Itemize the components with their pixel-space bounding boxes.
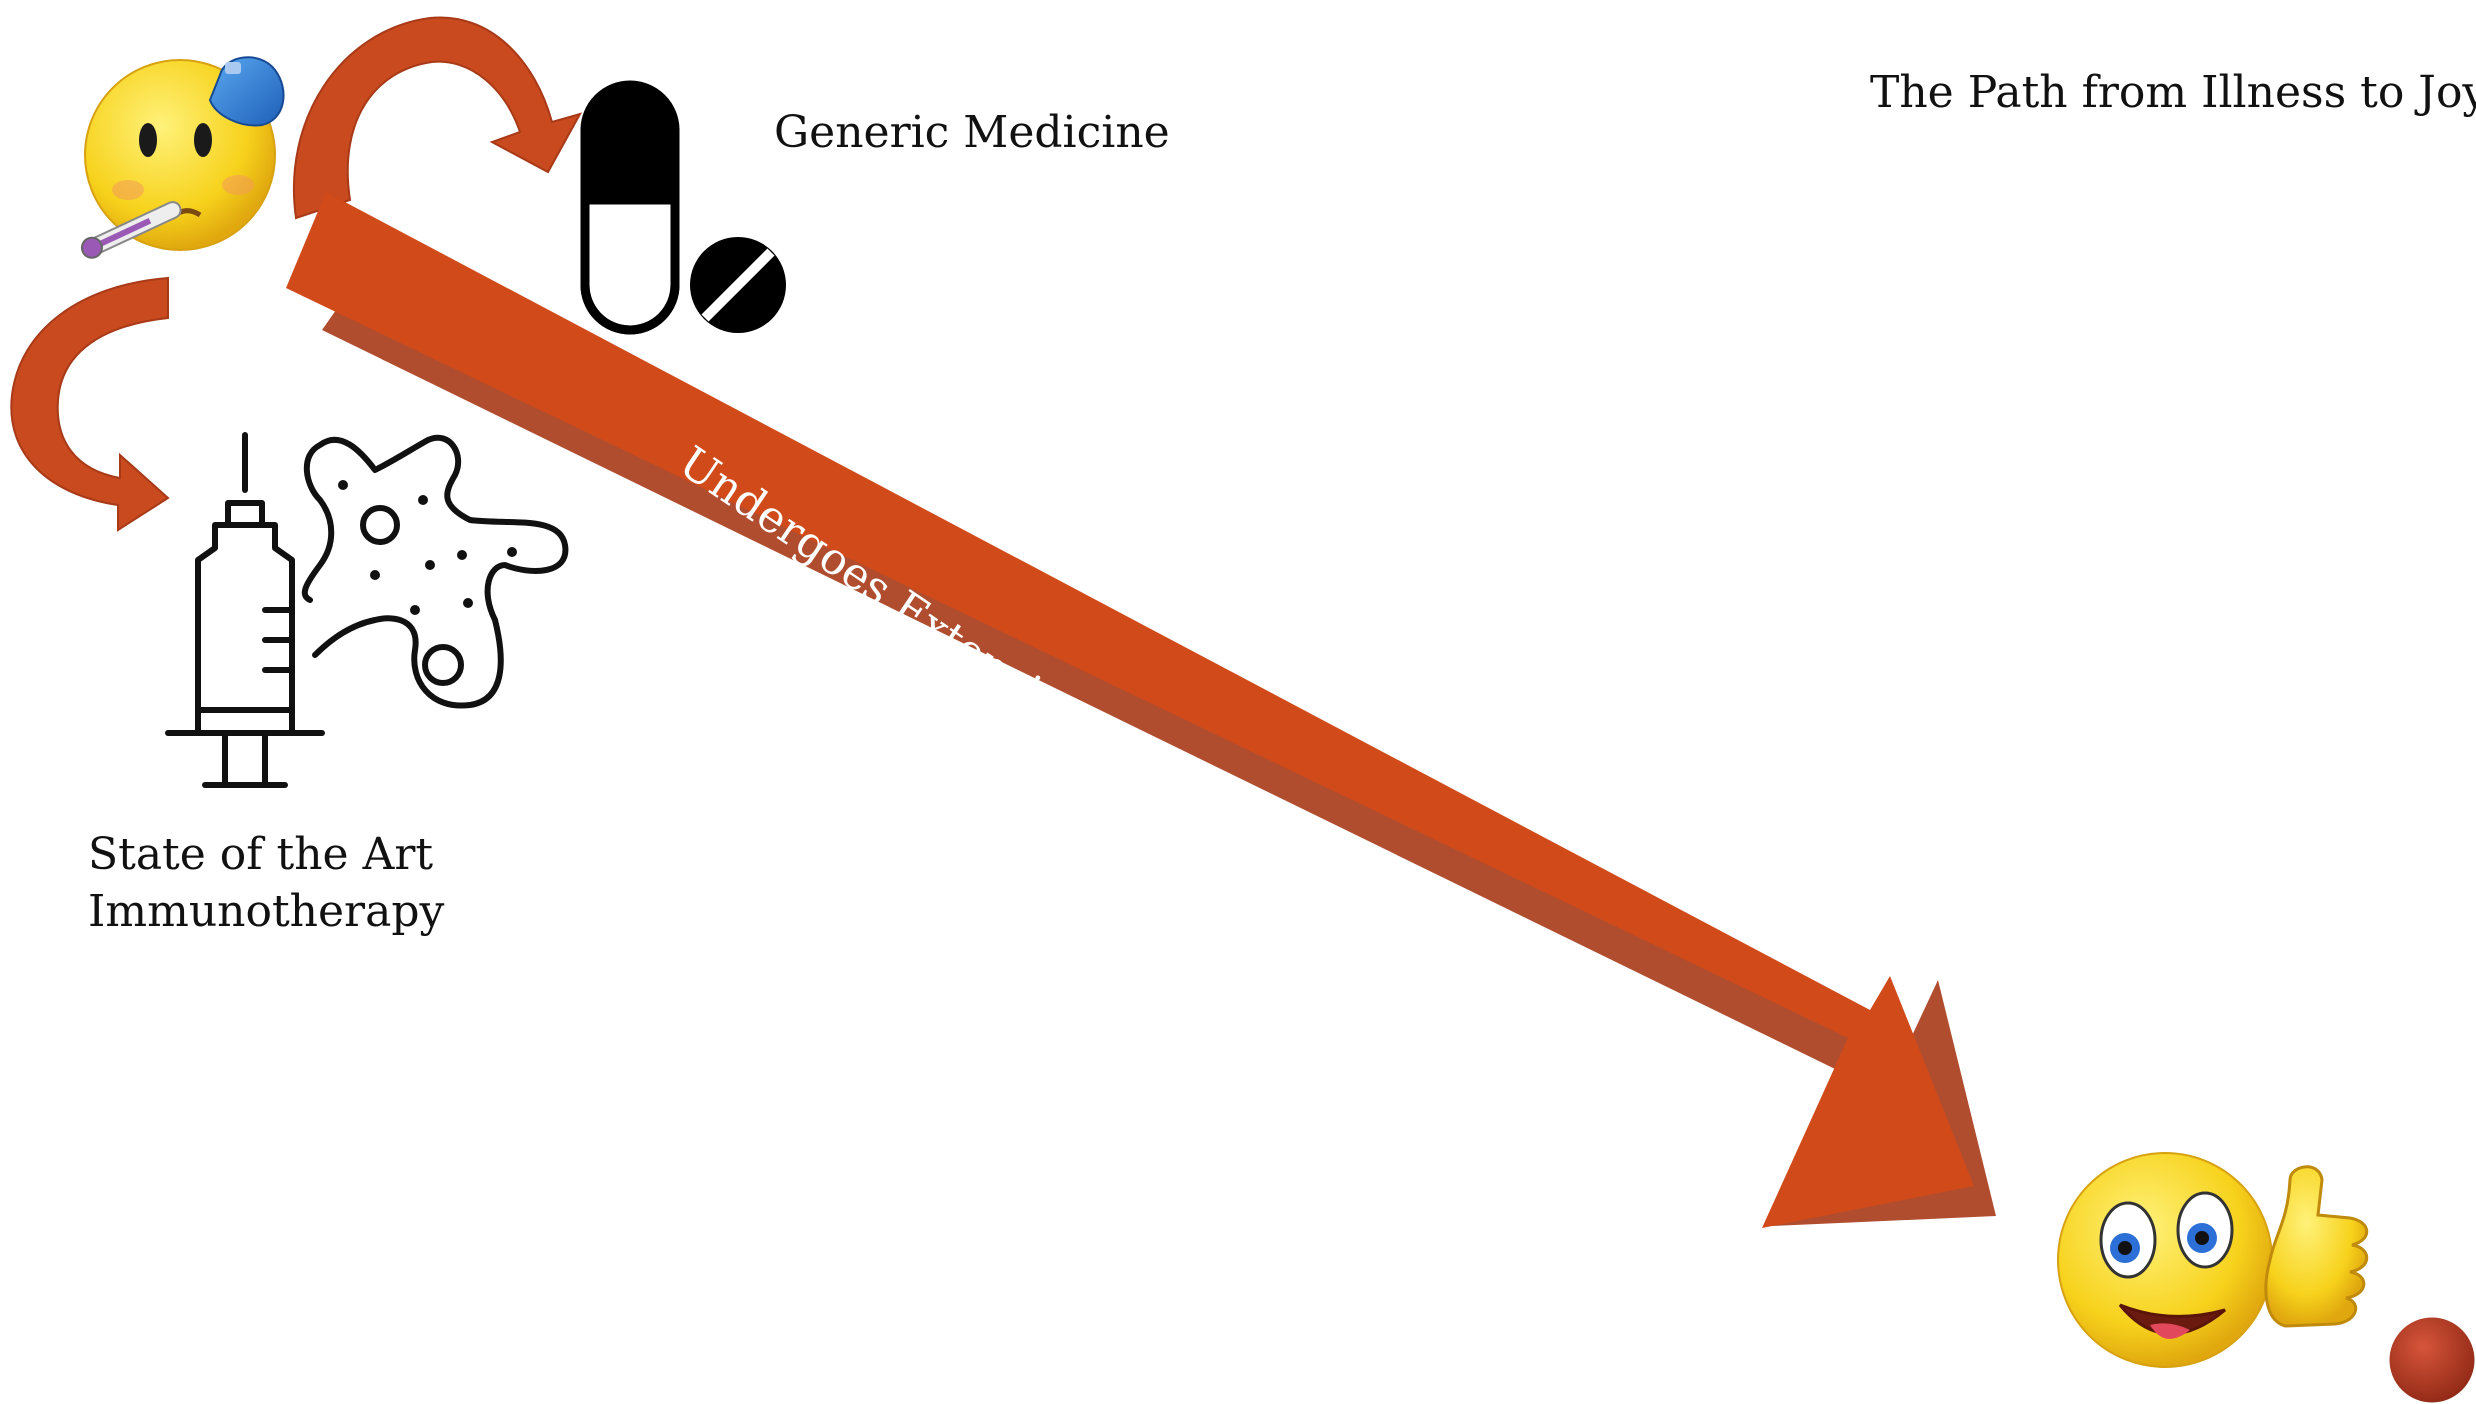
- immunotherapy-label-line1: State of the Art: [88, 829, 434, 880]
- curved-arrow-to-immunotherapy: [10, 276, 170, 532]
- generic-medicine-label: Generic Medicine: [774, 107, 1170, 158]
- pill-capsule-icon: [580, 80, 786, 335]
- happy-thumbs-up-emoji-icon: [2057, 1152, 2369, 1368]
- virus-dots: [338, 480, 517, 615]
- curved-arrow-to-generic-medicine: [292, 16, 583, 220]
- sick-face-emoji-icon: [80, 56, 285, 259]
- corner-dot: [2386, 1314, 2476, 1404]
- immunotherapy-label-line2: Immunotherapy: [88, 886, 445, 938]
- page-title: The Path from Illness to Joy: [1870, 67, 2476, 118]
- main-arrow-label: Undergoes Extensive Research and Develop…: [670, 437, 1612, 1096]
- syringe-virus-icon: [165, 432, 569, 788]
- main-diagonal-arrow: Undergoes Extensive Research and Develop…: [286, 192, 1996, 1228]
- immunotherapy-label: State of the Art Immunotherapy: [88, 826, 444, 940]
